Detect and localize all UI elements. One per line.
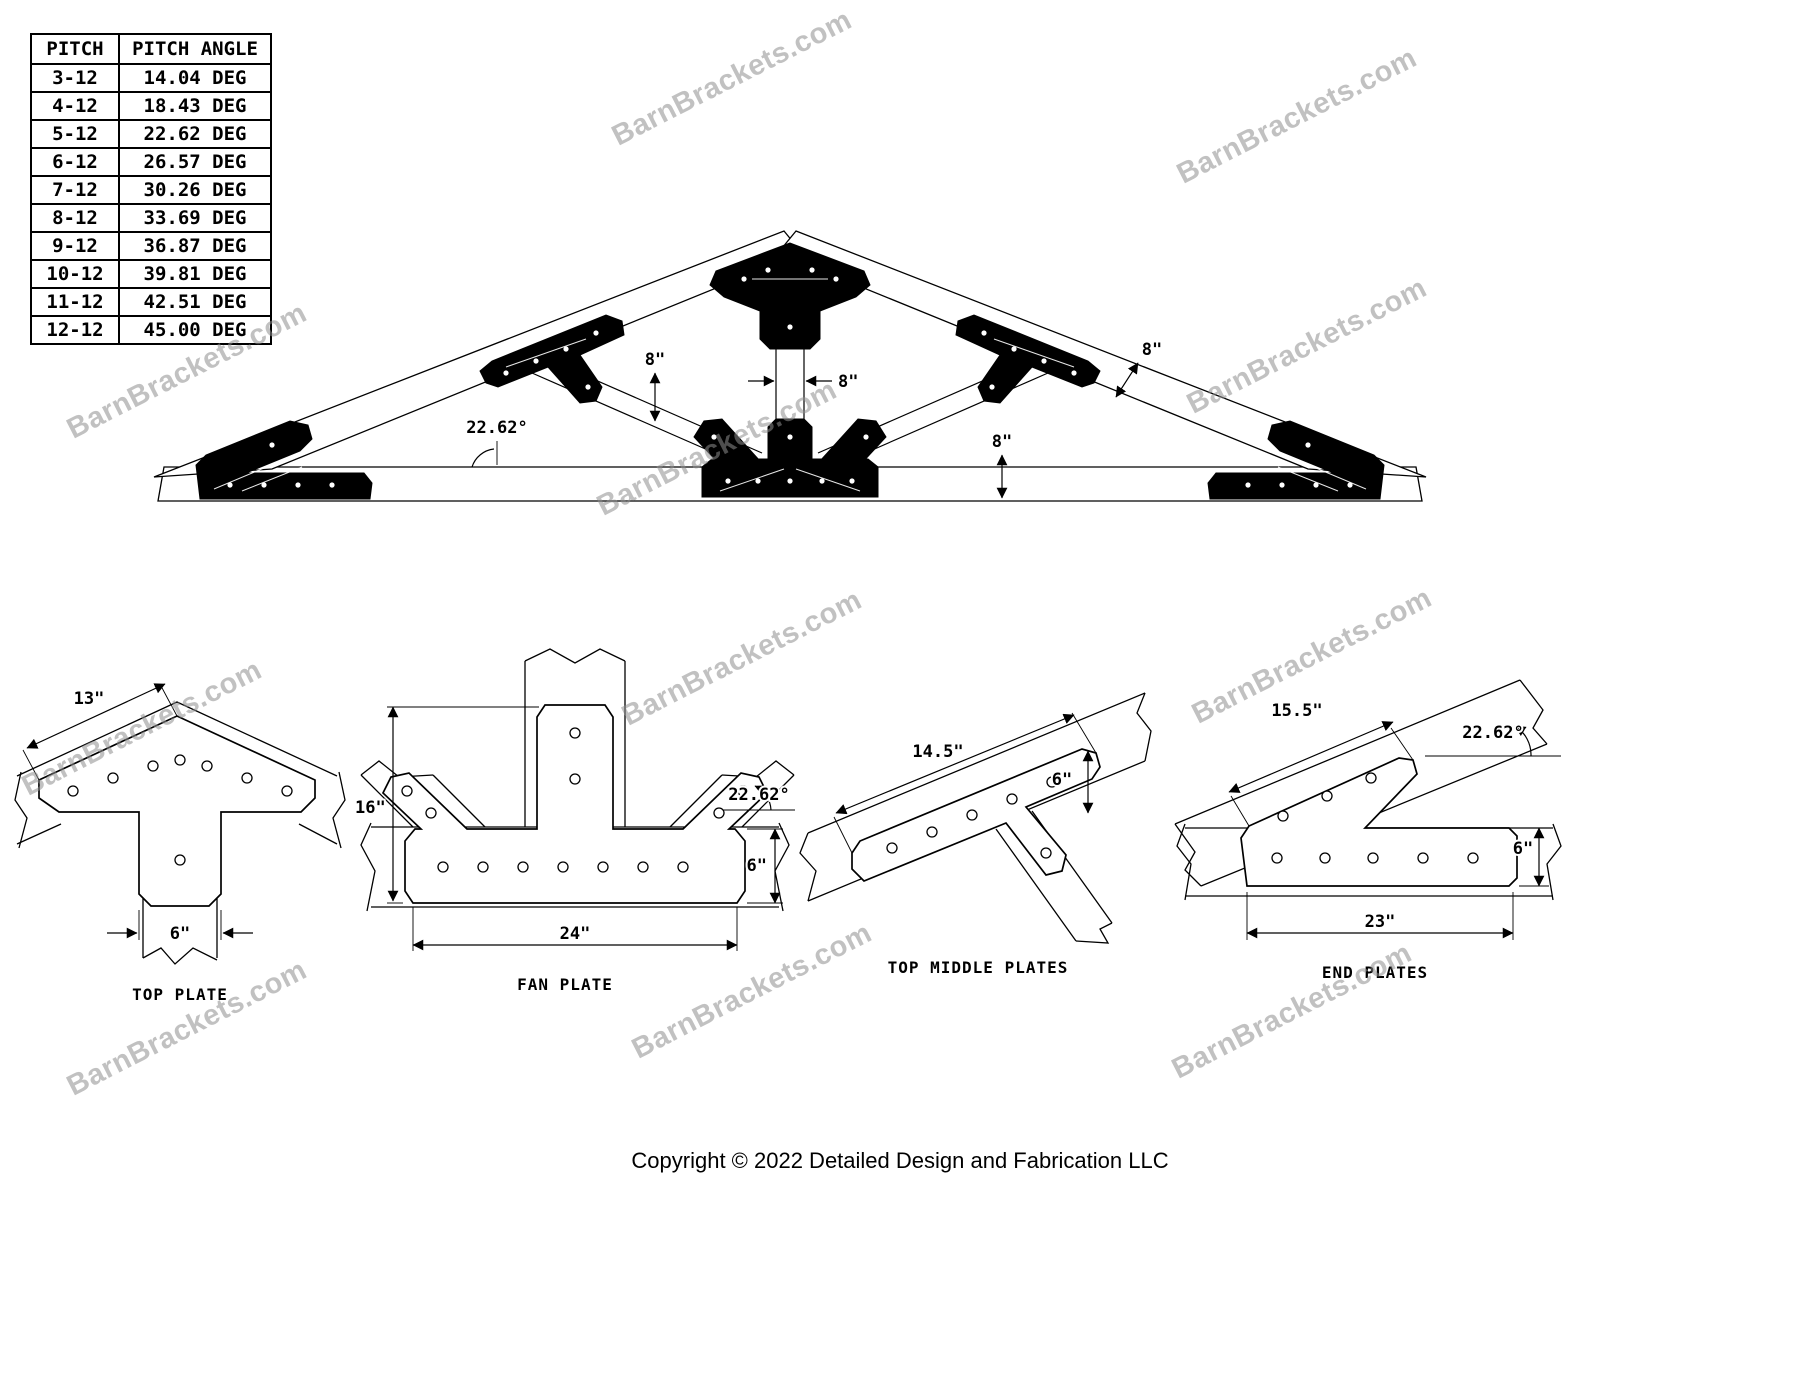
truss-diagram: 8" 8" 8" 8" 22.62°: [153, 230, 1427, 502]
end-plates-label: END PLATES: [1322, 963, 1428, 982]
dim-plate-length: 14.5": [912, 742, 963, 762]
dim-plate-height: 16": [355, 798, 386, 818]
angle-cell: 36.87 DEG: [118, 231, 272, 261]
angle-cell: 22.62 DEG: [118, 119, 272, 149]
pitch-header: PITCH: [30, 33, 120, 65]
fan-plate-shape: [381, 704, 769, 904]
dim-plate-angle: 22.62°: [1462, 723, 1523, 743]
end-plates-detail: 15.5" 22.62° 6" 23" END PLATES: [1174, 679, 1562, 982]
top-middle-plates-detail: 14.5" 6" TOP MIDDLE PLATES: [799, 692, 1152, 977]
copyright-text: Copyright © 2022 Detailed Design and Fab…: [631, 1148, 1169, 1173]
angle-cell: 18.43 DEG: [118, 91, 272, 121]
angle-cell: 33.69 DEG: [118, 203, 272, 233]
angle-cell: 42.51 DEG: [118, 287, 272, 317]
dim-king-post: 8": [838, 372, 858, 392]
truss-dimensions: 8" 8" 8" 8" 22.62°: [464, 338, 1164, 499]
pitch-cell: 5-12: [30, 119, 120, 149]
right-top-middle-plate: [955, 314, 1101, 404]
pitch-cell: 3-12: [30, 63, 120, 93]
dim-plate-width: 6": [1052, 770, 1072, 790]
dim-plate-width: 24": [560, 924, 591, 944]
dimensions: 15.5" 22.62° 6" 23": [1228, 699, 1561, 940]
right-end-plate: [1207, 420, 1385, 500]
dim-pitch-angle: 22.62°: [466, 418, 527, 438]
dim-plate-angle: 22.62°: [728, 785, 789, 805]
angle-cell: 30.26 DEG: [118, 175, 272, 205]
fan-plate-detail: 16" 24" 6" 22.62° FAN PLATE: [353, 648, 795, 994]
top-plate-label: TOP PLATE: [132, 985, 228, 1004]
truss-plates: [195, 242, 1385, 500]
dim-plate-width: 13": [74, 689, 105, 709]
pitch-cell: 6-12: [30, 147, 120, 177]
pitch-cell: 9-12: [30, 231, 120, 261]
pitch-cell: 12-12: [30, 315, 120, 345]
pitch-cell: 7-12: [30, 175, 120, 205]
end-plate-shape: [1240, 757, 1518, 887]
watermark: BarnBrackets.com: [606, 3, 857, 153]
pitch-cell: 8-12: [30, 203, 120, 233]
dim-plate-bottom: 23": [1365, 912, 1396, 932]
bolt-holes: [227, 267, 1353, 488]
fan-plate-right-arm: [818, 418, 887, 466]
angle-cell: 26.57 DEG: [118, 147, 272, 177]
dim-plate-side: 6": [1513, 839, 1533, 859]
dim-plate-top: 15.5": [1271, 701, 1322, 721]
dim-right-rafter: 8": [1142, 340, 1162, 360]
pitch-angle-header: PITCH ANGLE: [118, 33, 272, 65]
dimensions: 14.5" 6": [833, 712, 1097, 854]
plate-hatch-marks: [213, 278, 1367, 492]
table-header-row: PITCH PITCH ANGLE: [30, 33, 272, 65]
left-top-middle-plate: [479, 314, 625, 404]
dimensions: 16" 24" 6" 22.62°: [353, 706, 795, 951]
dimensions: 13" 6": [22, 683, 253, 946]
pitch-cell: 10-12: [30, 259, 120, 289]
dim-left-web: 8": [645, 350, 665, 370]
pitch-cell: 11-12: [30, 287, 120, 317]
watermark: BarnBrackets.com: [1171, 41, 1422, 191]
bolt-holes: [1271, 772, 1479, 864]
fan-plate-left-arm: [693, 418, 762, 466]
dim-leg-width: 6": [170, 924, 190, 944]
top-plate-detail: 13" 6" TOP PLATE: [14, 683, 346, 1004]
bolt-holes: [67, 754, 293, 866]
apex-top-plate: [709, 242, 871, 350]
left-end-plate: [195, 420, 373, 500]
angle-cell: 14.04 DEG: [118, 63, 272, 93]
fan-plate-base: [701, 458, 879, 498]
pitch-cell: 4-12: [30, 91, 120, 121]
angle-cell: 39.81 DEG: [118, 259, 272, 289]
top-plate-shape: [38, 715, 316, 907]
dim-bottom-chord: 8": [992, 432, 1012, 452]
angle-cell: 45.00 DEG: [118, 315, 272, 345]
top-middle-plates-label: TOP MIDDLE PLATES: [888, 958, 1069, 977]
fan-plate-center-arm: [767, 418, 813, 466]
dim-plate-side: 6": [747, 856, 767, 876]
fan-plate-label: FAN PLATE: [517, 975, 613, 994]
bolt-holes: [401, 727, 749, 873]
